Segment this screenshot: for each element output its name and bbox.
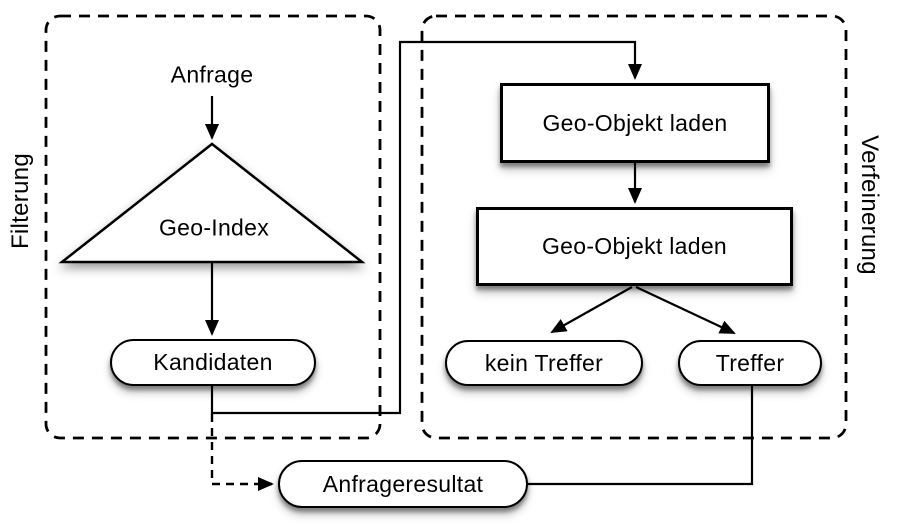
verfeinerung-label: Verfeinerung: [856, 135, 883, 275]
kandidaten-to-anfrageresultat-dashed-arrow: [210, 414, 274, 491]
laden2-to-treffer-arrow: [635, 286, 736, 334]
laden2-to-keintreffer-arrow: [550, 286, 633, 333]
treffer-node: Treffer: [678, 340, 822, 386]
kandidaten-to-laden1-arrow: [210, 40, 642, 415]
filterung-section-border: [44, 14, 382, 440]
kein-treffer-node: kein Treffer: [445, 340, 643, 386]
kandidaten-node: Kandidaten: [110, 339, 316, 386]
verfeinerung-section-border: [420, 14, 848, 440]
geo-index-label: Geo-Index: [158, 214, 270, 241]
geo-index-triangle: [58, 142, 366, 264]
geo-objekt-laden-2-node: Geo-Objekt laden: [476, 207, 793, 286]
treffer-to-anfrageresultat-line: [528, 385, 754, 486]
anfrageresultat-node: Anfrageresultat: [278, 460, 528, 508]
filterung-label: Filterung: [7, 152, 34, 250]
anfrage-label: Anfrage: [170, 61, 254, 88]
geo-objekt-laden-1-node: Geo-Objekt laden: [500, 83, 770, 163]
